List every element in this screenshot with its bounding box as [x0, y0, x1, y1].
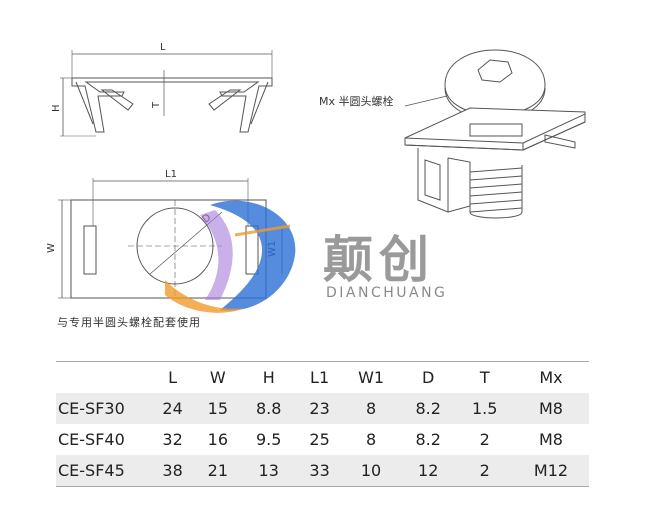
header-cell-h: H [262, 368, 275, 387]
table-row: CE-SF45 38 21 13 33 10 12 2 M12 [56, 455, 589, 487]
spec-table-header-row: L W H L1 W1 D T Mx [56, 361, 589, 394]
dianchuang-logo-icon [165, 200, 296, 313]
cell-l: 38 [162, 461, 183, 480]
cell-l: 32 [162, 430, 183, 449]
brand-name-cn: 颠创 [323, 231, 435, 289]
cell-l1: 23 [309, 399, 330, 418]
dim-label-t: T [151, 101, 162, 109]
cell-w1: 8 [365, 430, 377, 449]
cell-h: 9.5 [255, 430, 282, 449]
brand-name-en: DIANCHUANG [326, 285, 448, 301]
header-cell-l1: L1 [310, 368, 330, 387]
cell-d: 8.2 [415, 399, 441, 418]
table-row: CE-SF40 32 16 9.5 25 8 8.2 2 M8 [56, 424, 589, 455]
cell-l: 24 [162, 399, 183, 418]
dim-label-l: L [160, 42, 166, 53]
top-view-drawing [60, 50, 273, 137]
plan-view-drawing [58, 178, 283, 299]
header-cell-l: L [168, 368, 178, 387]
cell-w: 16 [207, 430, 228, 449]
header-cell-w: W [209, 368, 226, 387]
cell-d: 8.2 [415, 430, 441, 449]
header-cell-d: D [422, 368, 435, 387]
screw-callout-label: Mx 半圆头螺栓 [319, 95, 394, 108]
spec-table: L W H L1 W1 D T Mx CE-SF30 24 15 8.8 23 … [56, 361, 589, 487]
header-cell-w1: W1 [358, 368, 385, 387]
cell-w1: 8 [365, 399, 377, 418]
dim-label-w: W [46, 243, 57, 253]
cell-t: 2 [479, 461, 490, 480]
cell-h: 8.8 [255, 399, 282, 418]
cell-model: CE-SF45 [58, 461, 125, 480]
dim-label-h: H [51, 104, 62, 112]
isometric-view-drawing [404, 49, 586, 219]
cell-w: 21 [207, 461, 228, 480]
cell-model: CE-SF40 [58, 430, 125, 449]
cell-mx: M12 [533, 461, 569, 480]
cell-model: CE-SF30 [58, 399, 125, 418]
dim-label-l1: L1 [165, 169, 177, 180]
usage-note: 与专用半圆头螺栓配套使用 [57, 316, 201, 329]
header-cell-model [56, 362, 150, 394]
cell-mx: M8 [539, 430, 563, 449]
header-cell-t: T [479, 368, 490, 387]
cell-d: 12 [418, 461, 439, 480]
table-row: CE-SF30 24 15 8.8 23 8 8.2 1.5 M8 [56, 393, 589, 424]
cell-t: 2 [479, 430, 490, 449]
cell-mx: M8 [539, 399, 563, 418]
cell-t: 1.5 [472, 399, 498, 418]
cell-l1: 25 [309, 430, 330, 449]
cell-h: 13 [258, 461, 279, 480]
cell-l1: 33 [309, 461, 330, 480]
cell-w: 15 [207, 399, 228, 418]
cell-w1: 10 [360, 461, 382, 480]
header-cell-mx: Mx [539, 368, 563, 387]
